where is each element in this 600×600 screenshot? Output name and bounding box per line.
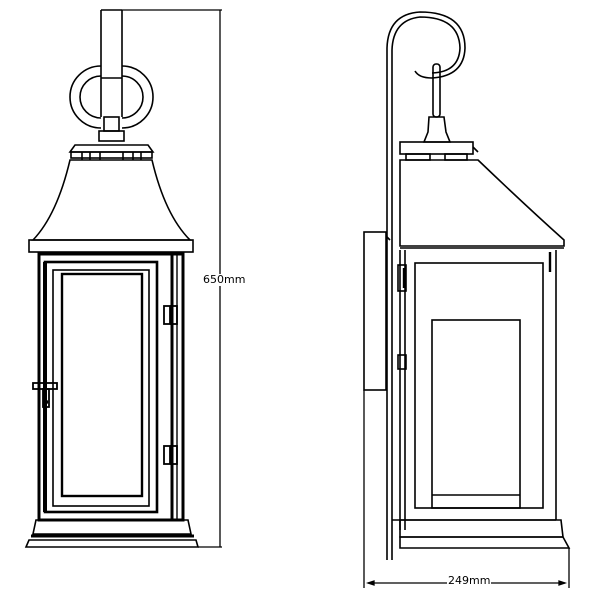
width-dimension-line: [363, 390, 570, 588]
side-hanger: [399, 63, 479, 161]
side-scroll-arm: [386, 11, 466, 560]
front-base: [24, 519, 200, 548]
front-body: [37, 252, 185, 522]
front-hinges: [163, 305, 178, 465]
front-collar: [68, 116, 155, 160]
front-latch: [32, 382, 58, 408]
side-base: [392, 519, 571, 549]
front-view: [24, 9, 222, 548]
front-wall-arm: [69, 9, 154, 129]
width-dimension-label: 249mm: [447, 574, 492, 587]
side-wall-plate: [363, 231, 391, 391]
side-view: [363, 11, 571, 588]
height-dimension-label: 650mm: [202, 273, 247, 286]
side-body: [397, 250, 557, 530]
front-roof: [28, 159, 194, 253]
side-roof: [399, 159, 565, 249]
